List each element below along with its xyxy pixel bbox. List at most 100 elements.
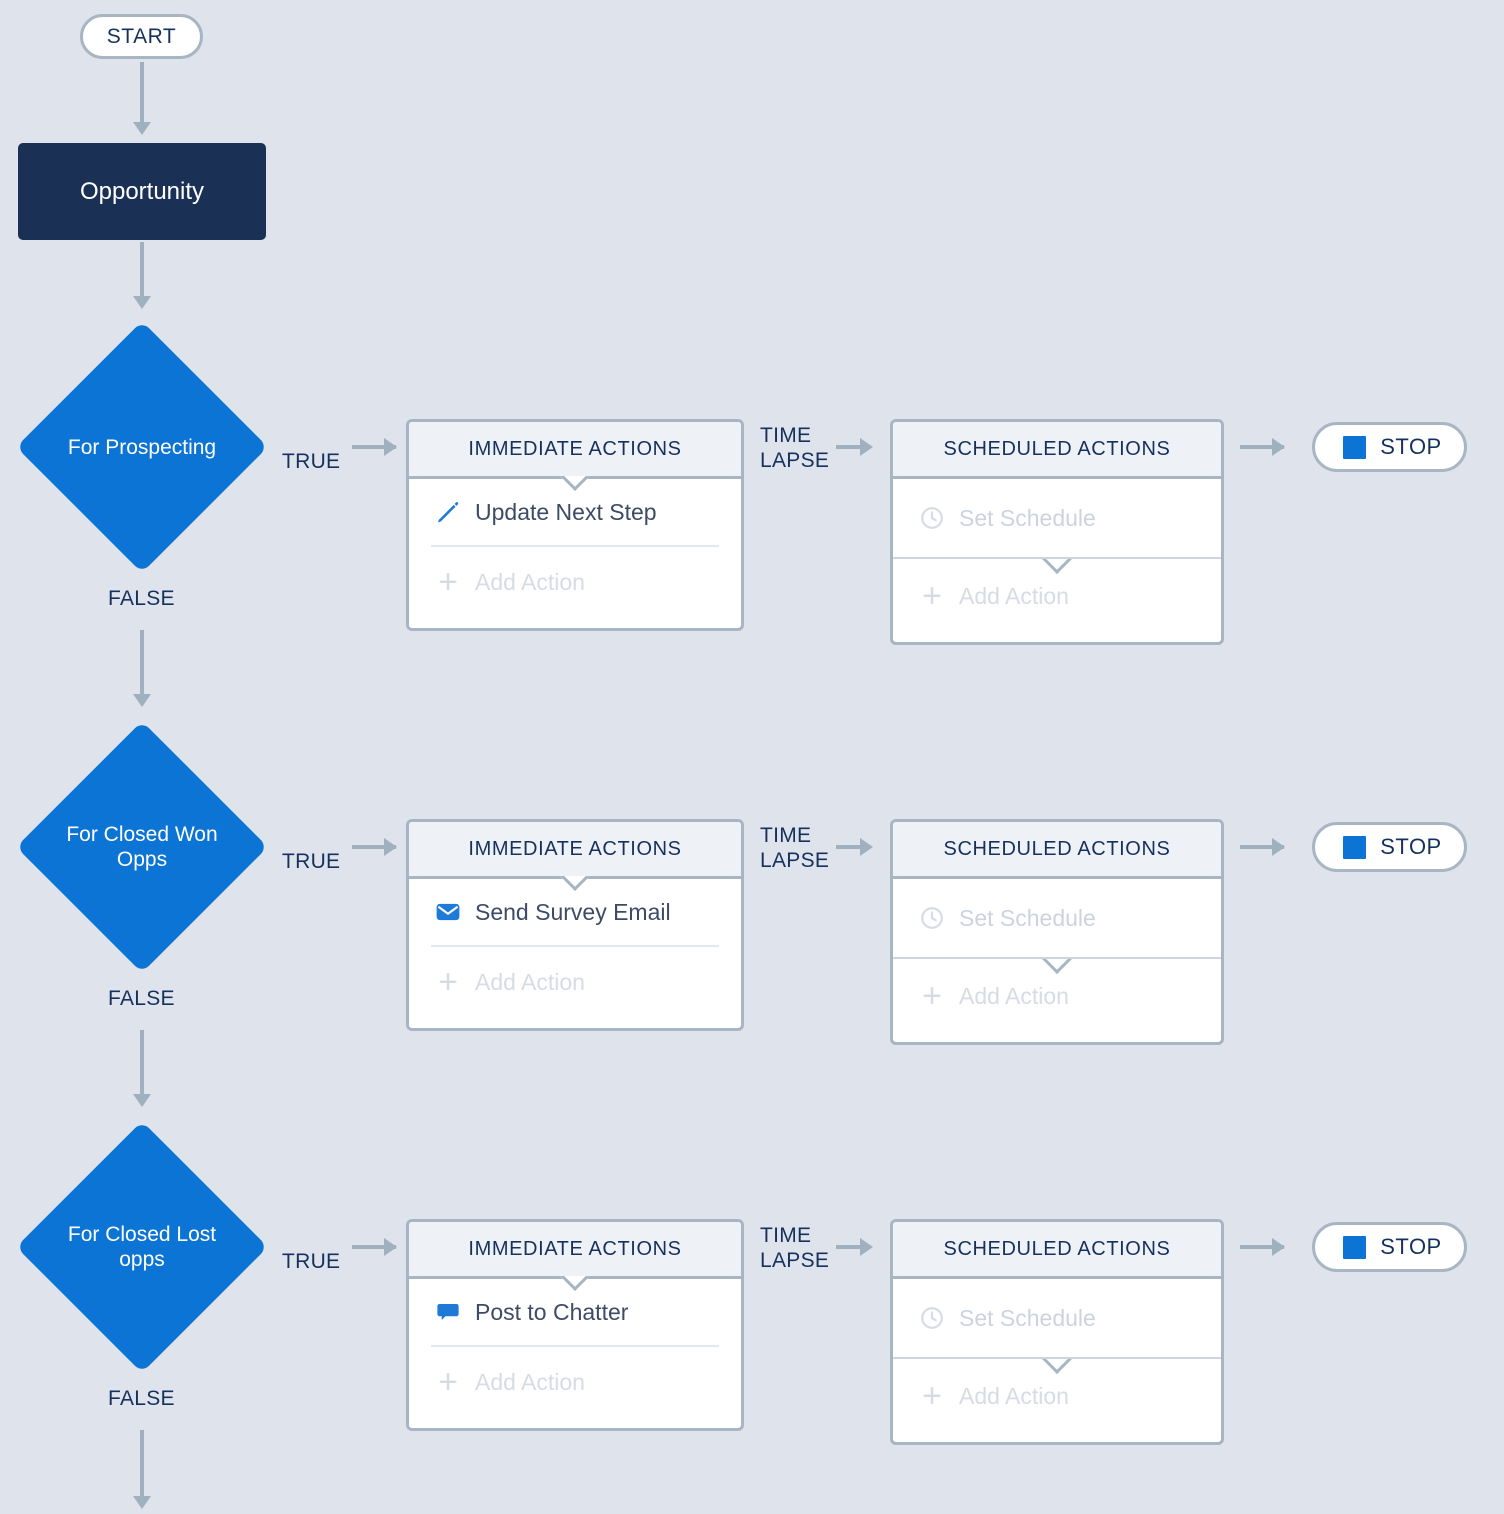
add-action-row-scheduled-2[interactable]: + Add Action bbox=[893, 959, 1221, 1033]
connector-time-lapse-2 bbox=[836, 845, 868, 849]
immediate-actions-title-1: IMMEDIATE ACTIONS bbox=[468, 437, 682, 460]
arrow-true-2 bbox=[384, 838, 397, 856]
immediate-actions-title-2: IMMEDIATE ACTIONS bbox=[468, 837, 682, 860]
action-row-post-to-chatter[interactable]: Post to Chatter bbox=[409, 1279, 741, 1345]
connector-time-lapse-3 bbox=[836, 1245, 868, 1249]
edge-label-false-1: FALSE bbox=[108, 587, 175, 610]
add-action-label: Add Action bbox=[959, 982, 1069, 1009]
immediate-actions-header-2: IMMEDIATE ACTIONS bbox=[409, 822, 741, 879]
connector-to-stop-1 bbox=[1240, 445, 1284, 449]
add-action-label: Add Action bbox=[475, 968, 585, 995]
add-action-label: Add Action bbox=[475, 568, 585, 595]
start-label: START bbox=[106, 24, 177, 48]
arrow-false-3 bbox=[133, 1496, 151, 1509]
scheduled-actions-title-1: SCHEDULED ACTIONS bbox=[943, 437, 1171, 460]
connector-false-3 bbox=[140, 1430, 144, 1500]
edge-label-time-lapse-3: TIME LAPSE bbox=[760, 1224, 830, 1272]
scheduled-actions-title-2: SCHEDULED ACTIONS bbox=[943, 837, 1171, 860]
action-row-divider-3 bbox=[431, 1345, 719, 1347]
scheduled-actions-panel-2[interactable]: SCHEDULED ACTIONS Set Schedule + Add Act… bbox=[890, 819, 1224, 1045]
plus-icon: + bbox=[438, 963, 458, 1001]
action-row-send-survey-email[interactable]: Send Survey Email bbox=[409, 879, 741, 945]
action-label: Send Survey Email bbox=[475, 898, 671, 925]
set-schedule-label: Set Schedule bbox=[959, 904, 1096, 931]
edge-label-true-2: TRUE bbox=[282, 850, 341, 873]
arrow-false-2 bbox=[133, 1094, 151, 1107]
stop-square-icon bbox=[1343, 1235, 1367, 1259]
immediate-actions-panel-1[interactable]: IMMEDIATE ACTIONS Update Next Step + Add… bbox=[406, 419, 744, 631]
plus-icon: + bbox=[922, 577, 942, 615]
immediate-actions-body-1: Update Next Step + Add Action bbox=[409, 479, 741, 617]
add-action-row-immediate-3[interactable]: + Add Action bbox=[409, 1347, 741, 1417]
add-action-row-immediate-2[interactable]: + Add Action bbox=[409, 947, 741, 1017]
clock-icon bbox=[921, 907, 943, 929]
add-action-label: Add Action bbox=[959, 582, 1069, 609]
arrow-time-lapse-2 bbox=[860, 838, 873, 856]
immediate-actions-body-2: Send Survey Email + Add Action bbox=[409, 879, 741, 1017]
edge-label-true-3: TRUE bbox=[282, 1250, 341, 1273]
scheduled-actions-body-1: Set Schedule + Add Action bbox=[893, 479, 1221, 633]
arrow-to-stop-1 bbox=[1272, 438, 1285, 456]
object-node-opportunity[interactable]: Opportunity bbox=[18, 143, 266, 240]
action-label: Post to Chatter bbox=[475, 1298, 629, 1325]
object-node-label: Opportunity bbox=[79, 177, 205, 205]
criteria-node-prospecting[interactable]: For Prospecting bbox=[16, 321, 268, 573]
connector-false-1 bbox=[140, 630, 144, 698]
scheduled-actions-panel-3[interactable]: SCHEDULED ACTIONS Set Schedule + Add Act… bbox=[890, 1219, 1224, 1445]
connector-start-to-object bbox=[140, 62, 144, 124]
stop-node-3[interactable]: STOP bbox=[1312, 1222, 1467, 1272]
add-action-row-scheduled-3[interactable]: + Add Action bbox=[893, 1359, 1221, 1433]
action-row-divider-1 bbox=[431, 545, 719, 547]
criteria-label: For Closed Lost opps bbox=[67, 1223, 217, 1271]
connector-object-to-criteria-1 bbox=[140, 242, 144, 300]
email-icon bbox=[436, 903, 460, 921]
set-schedule-row-3[interactable]: Set Schedule bbox=[893, 1279, 1221, 1357]
connector-true-2 bbox=[352, 845, 396, 849]
add-action-row-immediate-1[interactable]: + Add Action bbox=[409, 547, 741, 617]
scheduled-actions-panel-1[interactable]: SCHEDULED ACTIONS Set Schedule + Add Act… bbox=[890, 419, 1224, 645]
connector-time-lapse-1 bbox=[836, 445, 868, 449]
arrow-false-1 bbox=[133, 694, 151, 707]
stop-label: STOP bbox=[1380, 434, 1442, 459]
stop-label: STOP bbox=[1380, 1234, 1442, 1259]
immediate-actions-header-3: IMMEDIATE ACTIONS bbox=[409, 1222, 741, 1279]
arrow-to-stop-2 bbox=[1272, 838, 1285, 856]
stop-node-1[interactable]: STOP bbox=[1312, 422, 1467, 472]
criteria-node-closed-won[interactable]: For Closed Won Opps bbox=[16, 721, 268, 973]
plus-icon: + bbox=[438, 563, 458, 601]
connector-false-2 bbox=[140, 1030, 144, 1098]
stop-label: STOP bbox=[1380, 834, 1442, 859]
arrow-true-1 bbox=[384, 438, 397, 456]
connector-true-3 bbox=[352, 1245, 396, 1249]
set-schedule-row-2[interactable]: Set Schedule bbox=[893, 879, 1221, 957]
scheduled-row-divider-2 bbox=[893, 957, 1221, 959]
immediate-actions-panel-3[interactable]: IMMEDIATE ACTIONS Post to Chatter + Add … bbox=[406, 1219, 744, 1431]
stop-square-icon bbox=[1343, 435, 1367, 459]
edge-label-time-lapse-1: TIME LAPSE bbox=[760, 424, 830, 472]
scheduled-actions-title-3: SCHEDULED ACTIONS bbox=[943, 1237, 1171, 1260]
clock-icon bbox=[921, 507, 943, 529]
start-node[interactable]: START bbox=[80, 14, 203, 59]
arrow-start-to-object bbox=[133, 122, 151, 135]
connector-to-stop-3 bbox=[1240, 1245, 1284, 1249]
arrow-time-lapse-1 bbox=[860, 438, 873, 456]
stop-node-2[interactable]: STOP bbox=[1312, 822, 1467, 872]
scheduled-actions-header-2: SCHEDULED ACTIONS bbox=[893, 822, 1221, 879]
set-schedule-row-1[interactable]: Set Schedule bbox=[893, 479, 1221, 557]
add-action-label: Add Action bbox=[475, 1368, 585, 1395]
immediate-actions-body-3: Post to Chatter + Add Action bbox=[409, 1279, 741, 1417]
add-action-label: Add Action bbox=[959, 1382, 1069, 1409]
edge-label-true-1: TRUE bbox=[282, 450, 341, 473]
immediate-actions-panel-2[interactable]: IMMEDIATE ACTIONS Send Survey Email + Ad… bbox=[406, 819, 744, 1031]
edge-label-false-2: FALSE bbox=[108, 987, 175, 1010]
scheduled-actions-header-3: SCHEDULED ACTIONS bbox=[893, 1222, 1221, 1279]
connector-to-stop-2 bbox=[1240, 845, 1284, 849]
scheduled-row-divider-1 bbox=[893, 557, 1221, 559]
arrow-object-to-criteria-1 bbox=[133, 296, 151, 309]
arrow-true-3 bbox=[384, 1238, 397, 1256]
criteria-node-closed-lost[interactable]: For Closed Lost opps bbox=[16, 1121, 268, 1373]
action-row-update-next-step[interactable]: Update Next Step bbox=[409, 479, 741, 545]
add-action-row-scheduled-1[interactable]: + Add Action bbox=[893, 559, 1221, 633]
clock-icon bbox=[921, 1307, 943, 1329]
